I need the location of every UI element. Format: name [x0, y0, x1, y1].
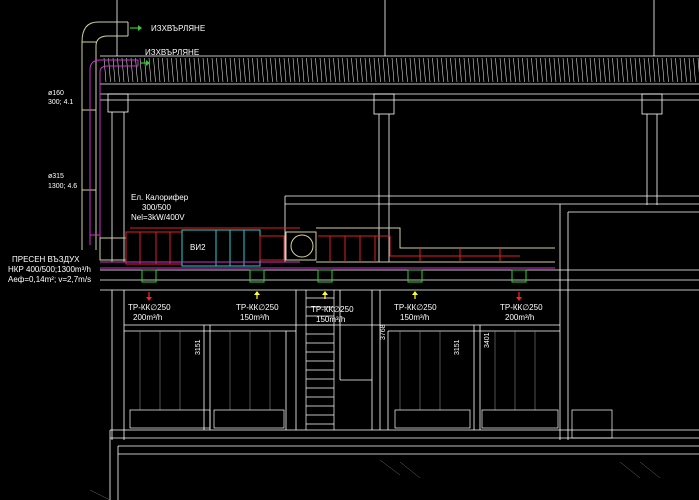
- diffuser-2-flow: 150m³/h: [240, 313, 269, 322]
- ground-slab: [109, 429, 699, 500]
- heater-label-line2: 300/500: [142, 203, 171, 212]
- dimension-room-right: 3151: [454, 339, 461, 355]
- diffuser-1-name: ТР-КК∅250: [128, 303, 171, 312]
- dimension-room-left: 3151: [195, 339, 202, 355]
- staircase: [305, 290, 335, 430]
- ground-floor-walls: [111, 290, 560, 440]
- diffuser-1-flow: 200m³/h: [133, 313, 162, 322]
- heater-label-line1: Ел. Калорифер: [131, 193, 189, 202]
- diffuser-boxes: [141, 269, 527, 283]
- fresh-air-line2: НКР 400/500;1300m³/h: [8, 265, 91, 274]
- room-furniture: [129, 409, 613, 439]
- room-partitions: [139, 331, 536, 410]
- air-handling-unit: [99, 229, 317, 267]
- dimension-room-far-right: 3401: [484, 332, 491, 348]
- diffuser-4-name: ТР-КК∅250: [394, 303, 437, 312]
- supply-duct: [89, 59, 139, 245]
- main-supply-duct: [100, 227, 555, 269]
- diffuser-5-flow: 200m³/h: [505, 313, 534, 322]
- duct-d315-flow: 1300; 4.6: [48, 183, 77, 190]
- dimension-stair: 3768: [380, 324, 387, 340]
- diffuser-5-name: ТР-КК∅250: [500, 303, 543, 312]
- duct-d160-label: ø160: [48, 90, 64, 97]
- mezzanine-box: [284, 195, 699, 440]
- diffuser-3-flow: 150m³/h: [316, 315, 345, 324]
- exhaust-label-second: ИЗХВЪРЛЯНЕ: [145, 48, 199, 57]
- duct-d160-flow: 300; 4.1: [48, 99, 73, 106]
- exhaust-arrows: [130, 25, 150, 66]
- roof-hatch: [103, 57, 699, 83]
- columns: [107, 0, 663, 262]
- heater-label-line3: Nel=3kW/400V: [131, 213, 185, 222]
- roof-structure: [100, 55, 699, 101]
- duct-d315-label: ø315: [48, 173, 64, 180]
- diffuser-2-name: ТР-КК∅250: [236, 303, 279, 312]
- fan-label: ВИ2: [190, 243, 206, 252]
- fresh-air-line1: ПРЕСЕН ВЪЗДУХ: [12, 255, 80, 264]
- exhaust-label-top: ИЗХВЪРЛЯНЕ: [151, 24, 205, 33]
- diffuser-4-flow: 150m³/h: [400, 313, 429, 322]
- grey-hatching: [89, 459, 661, 500]
- diffuser-3-name: ТР-КК∅250: [311, 305, 354, 314]
- mezzanine-floor: [100, 269, 699, 291]
- exhaust-duct: [81, 21, 129, 250]
- fresh-air-line3: Аеф=0,14m²; v=2,7m/s: [8, 275, 91, 284]
